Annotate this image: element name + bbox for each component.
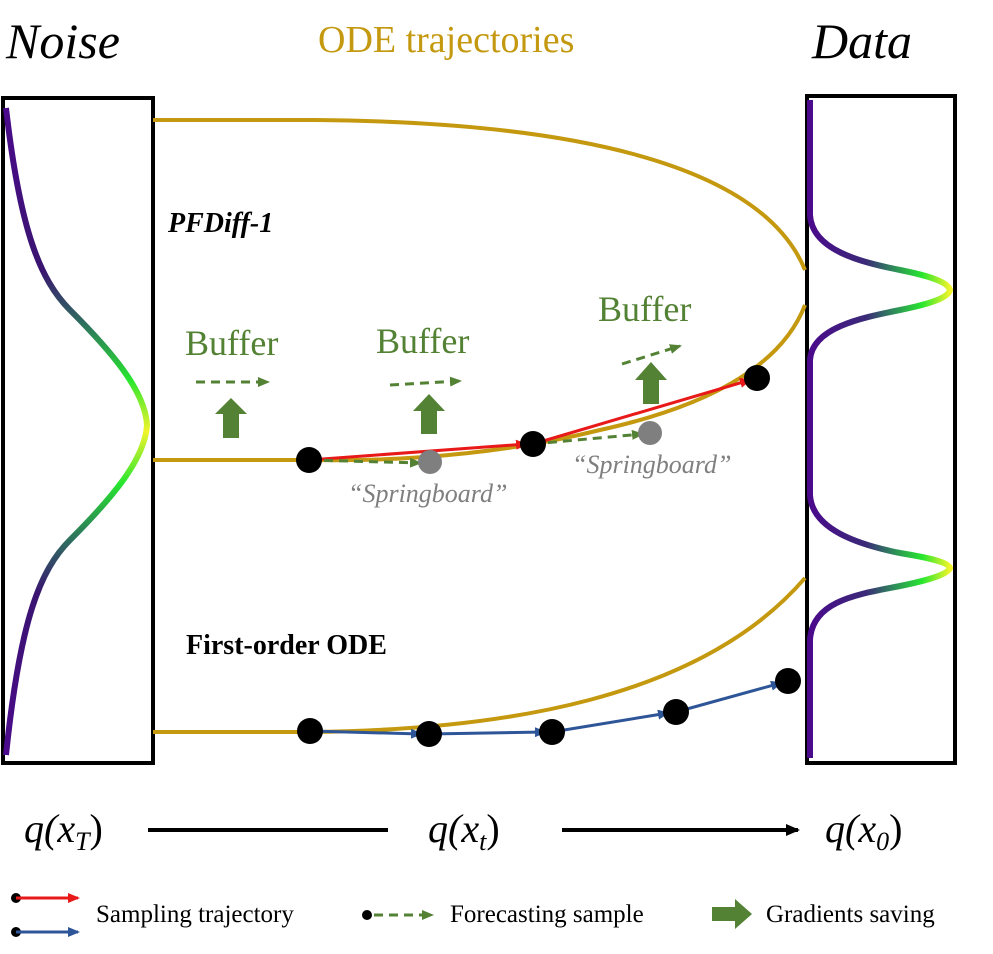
data-bimodal-curve <box>807 100 954 758</box>
ode-trajectory-bottom <box>153 576 807 734</box>
gradient-saving-arrow-2 <box>413 394 445 434</box>
first-order-label: First-order ODE <box>186 630 387 661</box>
legend: Sampling trajectory Forecasting sample G… <box>11 893 935 937</box>
sampling-red-arrow-1 <box>308 439 528 462</box>
svg-text:q(xT): q(xT) <box>24 806 103 856</box>
svg-text:q(xt): q(xt) <box>428 806 500 856</box>
ode-trajectory-middle <box>153 304 807 463</box>
forecast-dashed-arrow-2 <box>532 429 644 446</box>
sample-dot-first-2 <box>416 721 442 747</box>
axis-label-right: q(x0) <box>825 806 902 856</box>
forecast-dashed-arrow-1 <box>308 457 422 468</box>
sampling-red-arrow-2 <box>532 378 752 446</box>
axis-label-left: q(xT) <box>24 806 103 856</box>
buffer-label-2: Buffer <box>376 321 469 361</box>
gradient-saving-arrow-3 <box>635 362 667 404</box>
ode-trajectory-top <box>153 118 807 271</box>
sampling-blue-arrow-3 <box>551 709 670 734</box>
springboard-dot-2 <box>638 421 662 445</box>
svg-text:q(x0): q(x0) <box>825 806 902 856</box>
sample-dot-pfdiff-1 <box>296 447 322 473</box>
springboard-dot-1 <box>418 450 442 474</box>
sampling-blue-arrow-4 <box>675 680 783 714</box>
springboard-label-2: “Springboard” <box>572 450 731 479</box>
legend-forecasting-label: Forecasting sample <box>450 901 644 928</box>
data-distribution-box <box>805 94 957 765</box>
sampling-blue-arrow-2 <box>428 727 547 738</box>
legend-gradient-arrow <box>712 899 752 929</box>
noise-gaussian-curve <box>3 107 151 756</box>
axis-label-middle: q(xt) <box>428 806 500 856</box>
sampling-blue-arrow-1 <box>309 728 423 739</box>
sample-dot-pfdiff-2 <box>520 431 546 457</box>
buffer-label-3: Buffer <box>598 289 691 329</box>
sample-dot-first-5 <box>775 668 801 694</box>
springboard-label-1: “Springboard” <box>348 479 507 508</box>
noise-title: Noise <box>5 13 120 69</box>
sample-dot-first-1 <box>297 718 323 744</box>
pfdiff-label: PFDiff-1 <box>167 208 273 239</box>
buffer-label-1: Buffer <box>185 323 278 363</box>
legend-dot-forecast <box>362 910 372 920</box>
sample-dot-first-4 <box>663 699 689 725</box>
ode-trajectories-title: ODE trajectories <box>318 19 574 61</box>
ode-trajectory-group <box>153 118 807 734</box>
legend-sampling-label: Sampling trajectory <box>96 901 294 928</box>
data-title: Data <box>811 13 912 69</box>
buffer-dashed-arrow-2 <box>389 376 462 387</box>
sample-dot-pfdiff-3 <box>744 365 770 391</box>
gradient-saving-arrow-1 <box>215 398 247 438</box>
sample-dot-first-3 <box>539 719 565 745</box>
noise-distribution-box <box>1 96 155 765</box>
legend-gradients-label: Gradients saving <box>766 901 935 928</box>
buffer-dashed-arrow-3 <box>621 344 682 366</box>
